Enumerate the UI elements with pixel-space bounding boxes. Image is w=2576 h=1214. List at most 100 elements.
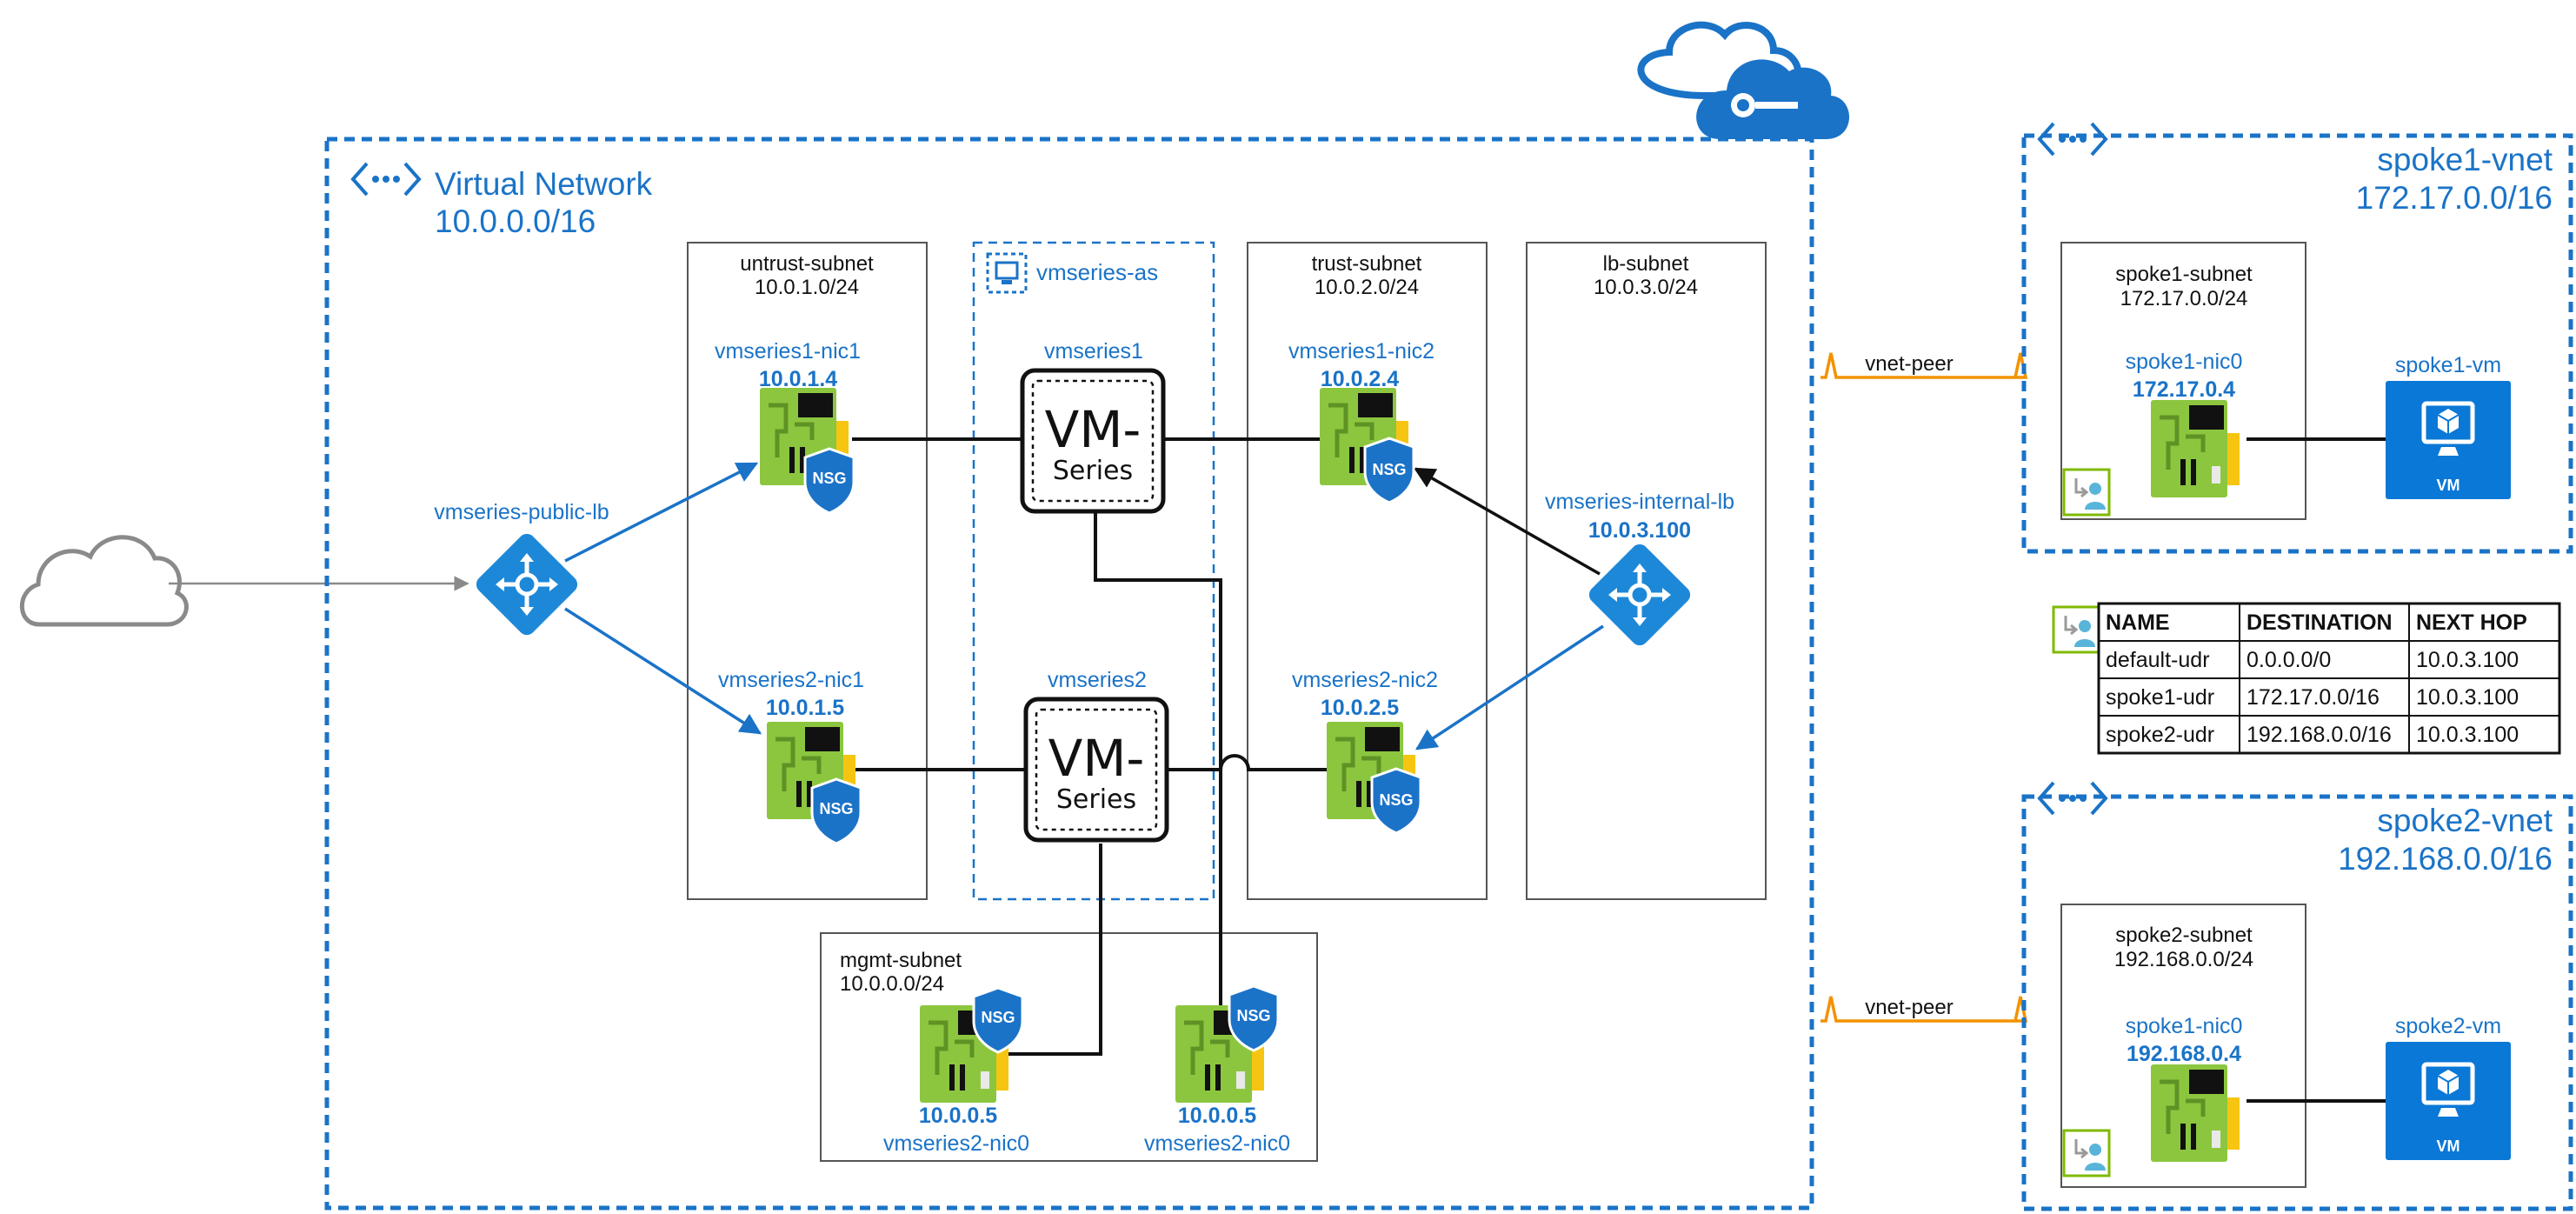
fw2-series-text: Series — [1056, 784, 1136, 815]
spoke-subnet-name: spoke1-subnet — [2115, 263, 2253, 286]
spoke-cidr: 192.168.0.0/16 — [2338, 841, 2553, 877]
link-fw2-mgmt — [998, 844, 1102, 1056]
spoke-subnet-name: spoke2-subnet — [2115, 924, 2253, 947]
route-cell: 10.0.3.100 — [2416, 723, 2519, 747]
spoke-subnet-cidr: 172.17.0.0/24 — [2120, 287, 2248, 310]
route-header-nexthop: NEXT HOP — [2416, 610, 2527, 635]
spoke1-vnet: spoke1-vnet 172.17.0.0/16 spoke1-subnet … — [2021, 122, 2573, 554]
nsg-label: NSG — [812, 470, 846, 487]
untrust-subnet-name: untrust-subnet — [740, 252, 874, 276]
vnet-chevron-icon — [351, 162, 421, 197]
nic-name: vmseries2-nic1 — [718, 668, 864, 692]
vnet-peer-1: vnet-peer — [1821, 352, 2028, 379]
route-header-destination: DESTINATION — [2247, 610, 2393, 635]
vnet-peer-label: vnet-peer — [1865, 996, 1953, 1019]
nsg-label: NSG — [981, 1009, 1015, 1026]
link-fw2-trust — [1163, 754, 1328, 771]
nic-mgmt-a: NSG 10.0.0.5 vmseries2-nic0 — [883, 986, 1029, 1156]
nic-ip: 10.0.2.5 — [1321, 696, 1399, 720]
availability-set-label: vmseries-as — [1036, 259, 1158, 285]
nsg-label: NSG — [1372, 461, 1406, 478]
internal-lb: vmseries-internal-lb 10.0.3.100 — [1545, 490, 1734, 649]
arrow-intlb-nic1 — [1413, 467, 1601, 576]
fw1-vm-text: VM- — [1045, 400, 1142, 459]
lb-subnet-name: lb-subnet — [1603, 252, 1689, 276]
arrow-intlb-nic2 — [1414, 624, 1604, 750]
spoke-nic-ip: 192.168.0.4 — [2127, 1042, 2241, 1066]
public-lb-name: vmseries-public-lb — [434, 500, 609, 524]
vnet-peer-2: vnet-peer — [1821, 996, 2028, 1023]
route-table-icon — [2052, 605, 2100, 654]
trust-subnet-box — [1247, 242, 1488, 900]
route-cell: spoke2-udr — [2106, 723, 2214, 747]
nsg-label: NSG — [819, 800, 853, 817]
nic-name: vmseries2-nic2 — [1292, 668, 1438, 692]
nic-card-icon — [2151, 400, 2240, 497]
nic-ip: 10.0.0.5 — [1178, 1104, 1256, 1128]
spoke-vm-badge: VM — [2437, 1137, 2460, 1155]
spoke-vm-name: spoke1-vm — [2395, 353, 2501, 377]
spoke2-vnet: spoke2-vnet 192.168.0.0/16 spoke2-subnet… — [2021, 781, 2573, 1211]
route-header-name: NAME — [2106, 610, 2170, 635]
spoke-name: spoke1-vnet — [2377, 142, 2553, 177]
vnet-chevron-icon — [2038, 122, 2107, 157]
spoke-cidr: 172.17.0.0/16 — [2356, 180, 2553, 216]
nic-name: vmseries2-nic0 — [1144, 1131, 1290, 1156]
public-lb: vmseries-public-lb — [434, 500, 609, 638]
nic-vmseries2-nic2: vmseries2-nic2 10.0.2.5 NSG — [1292, 668, 1438, 835]
nic-mgmt-b: NSG 10.0.0.5 vmseries2-nic0 — [1144, 984, 1290, 1156]
internal-lb-ip: 10.0.3.100 — [1588, 518, 1691, 543]
route-table: NAME DESTINATION NEXT HOP default-udr 0.… — [2052, 602, 2561, 755]
link-fw1-mgmt — [1094, 513, 1222, 1035]
trust-subnet-name: trust-subnet — [1312, 252, 1422, 276]
untrust-subnet-cidr: 10.0.1.0/24 — [755, 276, 859, 299]
nic-ip: 10.0.0.5 — [919, 1104, 997, 1128]
internet-cloud-icon — [19, 535, 189, 627]
arrow-publb-nic2 — [564, 607, 762, 735]
vnet-boundary — [324, 137, 1814, 1211]
route-table-icon — [2062, 1129, 2111, 1177]
nic-name: vmseries1-nic2 — [1288, 339, 1434, 364]
nic-name: vmseries2-nic0 — [883, 1131, 1029, 1156]
vnet-peer-label: vnet-peer — [1865, 352, 1953, 376]
route-cell: 172.17.0.0/16 — [2247, 685, 2380, 710]
route-cell: 192.168.0.0/16 — [2247, 723, 2392, 747]
nic-vmseries1-nic1: vmseries1-nic1 10.0.1.4 NSG — [715, 339, 861, 515]
fw2-vm-text: VM- — [1048, 729, 1145, 788]
nsg-label: NSG — [1236, 1007, 1270, 1024]
nic-name: vmseries1-nic1 — [715, 339, 861, 364]
route-cell: 10.0.3.100 — [2416, 685, 2519, 710]
nic-ip: 10.0.1.4 — [759, 367, 837, 391]
mgmt-subnet-name: mgmt-subnet — [840, 949, 962, 972]
mgmt-subnet-box — [820, 932, 1318, 1162]
trust-subnet-cidr: 10.0.2.0/24 — [1315, 276, 1419, 299]
route-cell: spoke1-udr — [2106, 685, 2214, 710]
spoke-vm-name: spoke2-vm — [2395, 1014, 2501, 1038]
spoke-nic-name: spoke1-nic0 — [2126, 350, 2243, 374]
fw1-series-text: Series — [1053, 456, 1133, 486]
fw2-label: vmseries2 — [1048, 668, 1147, 692]
nic-card-icon — [2151, 1064, 2240, 1162]
mgmt-subnet-cidr: 10.0.0.0/24 — [840, 972, 944, 996]
spoke-vm-badge: VM — [2437, 477, 2460, 494]
load-balancer-icon — [1586, 541, 1694, 649]
firewall-vmseries1: vmseries1 VM- Series — [1020, 339, 1166, 514]
nic-vmseries1-nic2: vmseries1-nic2 10.0.2.4 NSG — [1288, 339, 1434, 504]
vnet-cidr: 10.0.0.0/16 — [435, 203, 596, 239]
route-cell: default-udr — [2106, 648, 2210, 672]
azure-cloud-icon — [1637, 21, 1850, 139]
internal-lb-name: vmseries-internal-lb — [1545, 490, 1734, 514]
spoke-nic-ip: 172.17.0.4 — [2133, 377, 2235, 402]
lb-subnet-cidr: 10.0.3.0/24 — [1594, 276, 1698, 299]
nsg-label: NSG — [1379, 791, 1413, 809]
nic-ip: 10.0.2.4 — [1321, 367, 1399, 391]
nic-ip: 10.0.1.5 — [766, 696, 844, 720]
spoke-name: spoke2-vnet — [2377, 803, 2553, 838]
lb-subnet-box — [1526, 242, 1767, 900]
spoke-nic-name: spoke1-nic0 — [2126, 1014, 2243, 1038]
nic-vmseries2-nic1: vmseries2-nic1 10.0.1.5 NSG — [718, 668, 864, 845]
arrow-publb-nic1 — [564, 462, 759, 563]
route-table-icon — [2062, 468, 2111, 517]
untrust-subnet-box — [687, 242, 928, 900]
